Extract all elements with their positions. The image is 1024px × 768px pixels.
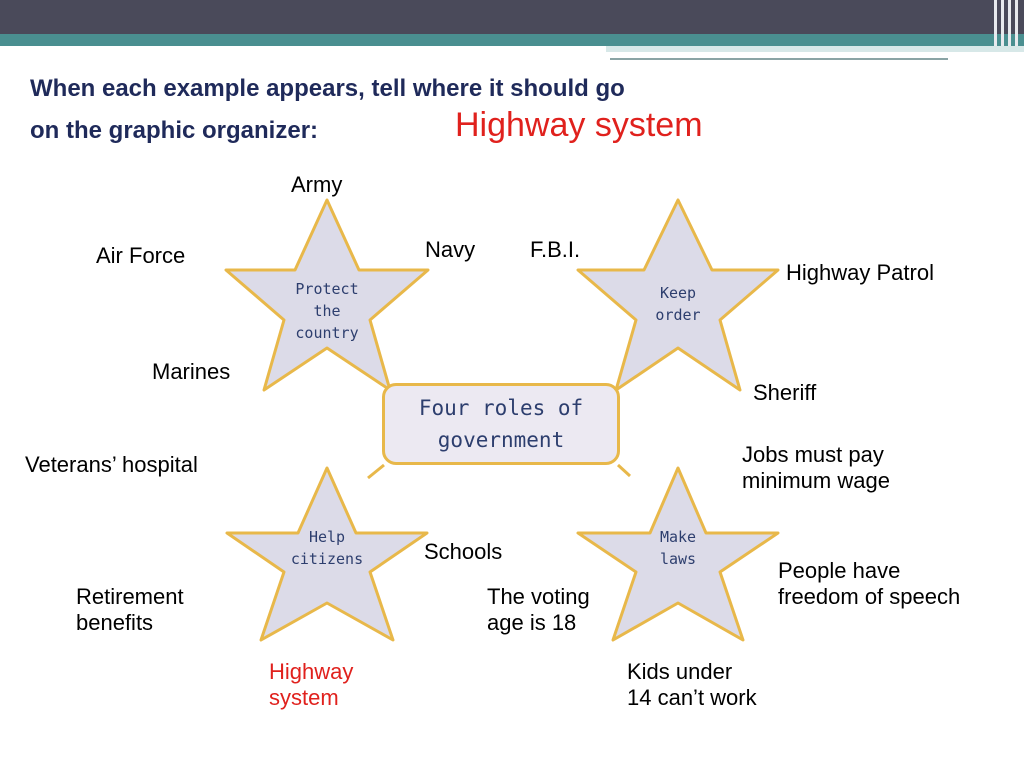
header-accent-bar [0,34,1024,46]
example-voting-age: The voting age is 18 [487,584,590,635]
star-label-help: Help citizens [290,528,364,568]
center-label: Four roles of government [418,396,584,452]
example-sheriff: Sheriff [753,380,817,405]
header-bar [0,0,1024,34]
example-veterans-hospital: Veterans’ hospital [25,452,198,477]
example-retirement-benefits: Retirement benefits [76,584,184,635]
star-label-protect: Protect the country [295,280,359,342]
example-highway-patrol: Highway Patrol [786,260,934,285]
example-highway-system: Highway system [269,659,354,710]
center-box: Four roles of government [382,383,620,465]
example-minimum-wage: Jobs must pay minimum wage [742,442,890,493]
example-freedom-of-speech: People have freedom of speech [778,558,961,609]
star-label-make: Make laws [659,528,697,568]
example-army: Army [291,172,343,197]
star-make-laws [576,466,780,642]
slide-title: When each example appears, tell where it… [30,68,890,152]
star-help-citizens [225,466,429,642]
title-line-1: When each example appears, tell where it… [30,75,625,102]
connector-help [367,463,385,480]
example-fbi: F.B.I. [530,237,581,262]
current-example: Highway system [455,106,703,144]
header-accent-strip [606,46,1024,52]
star-keep-order [576,198,780,392]
example-navy: Navy [425,237,476,262]
title-line-2: on the graphic organizer: [30,117,319,144]
header-divider-line [610,58,948,60]
example-schools: Schools [424,539,503,564]
example-air-force: Air Force [96,243,186,268]
example-child-labor: Kids under 14 can’t work [627,659,757,710]
connector-make [616,463,632,478]
star-protect-the-country [224,198,430,392]
example-marines: Marines [152,359,231,384]
header-stripes [992,0,1024,46]
star-label-keep: Keep order [655,284,701,324]
